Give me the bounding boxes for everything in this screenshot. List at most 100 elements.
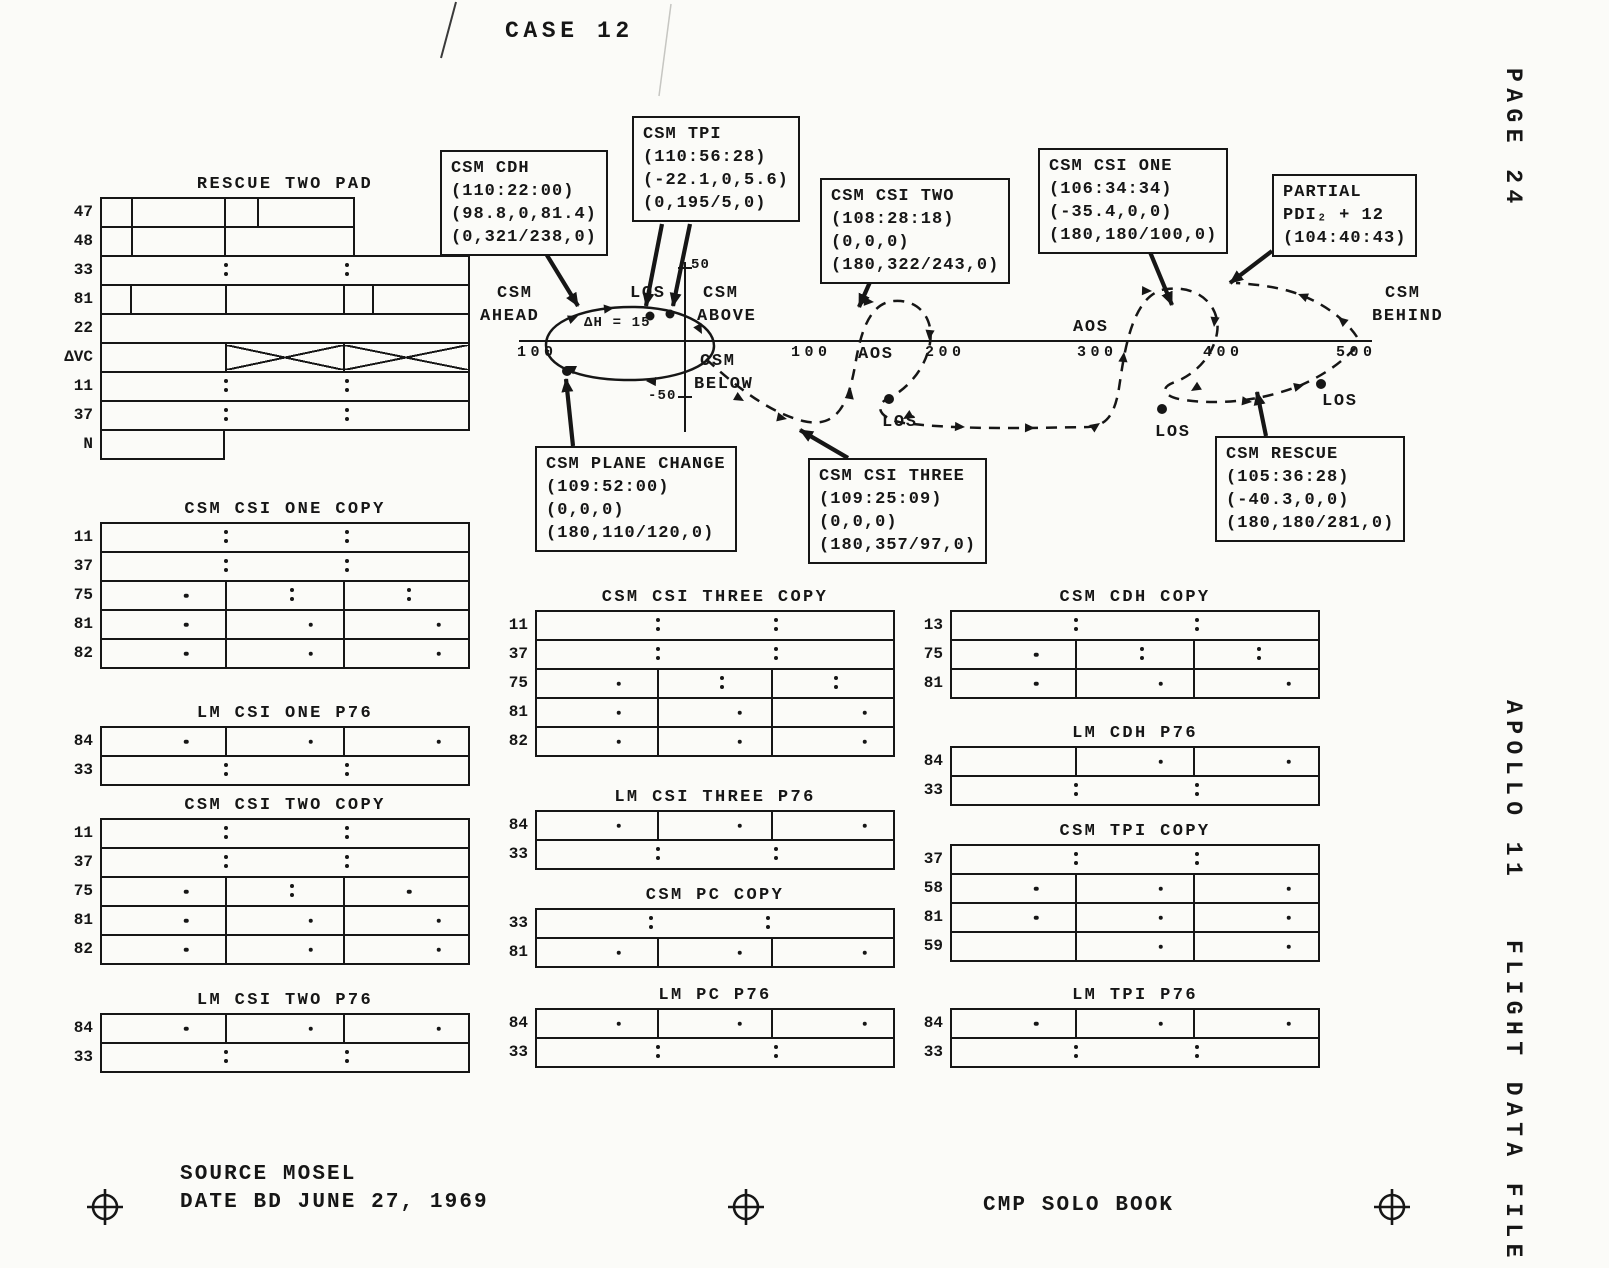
row-box xyxy=(950,639,1320,670)
callout-line: CSM TPI xyxy=(643,125,722,144)
row-label: 58 xyxy=(923,879,943,897)
dot-mark xyxy=(616,710,622,715)
pad-row: 33 xyxy=(493,1037,895,1068)
row-box xyxy=(100,284,470,315)
cell-divider xyxy=(225,582,228,609)
row-label: 47 xyxy=(73,203,93,221)
pad-row: 11 xyxy=(493,610,895,641)
pad-row: 75 xyxy=(58,580,470,611)
row-label: 75 xyxy=(923,645,943,663)
diagram-label-y-plus-50: 50 xyxy=(691,257,711,273)
row-box xyxy=(535,610,895,641)
cell-divider xyxy=(1192,904,1195,931)
dot-mark xyxy=(862,950,867,955)
pad-title: CSM PC COPY xyxy=(645,886,785,905)
dot-mark xyxy=(1158,759,1163,764)
pad-row: 47 xyxy=(58,197,470,228)
cell-divider xyxy=(342,936,345,963)
axis-tick-left-100: 100 xyxy=(517,344,558,361)
pad-row: 84 xyxy=(58,1013,470,1044)
colon-mark xyxy=(1074,782,1079,787)
diagram-label-aos-1: AOS xyxy=(858,345,894,364)
cell-divider xyxy=(223,199,226,226)
colon-mark xyxy=(345,854,350,859)
cell-divider xyxy=(1192,875,1195,902)
row-box xyxy=(535,697,895,728)
colon-mark xyxy=(648,915,653,920)
cell-divider xyxy=(225,878,228,905)
row-box xyxy=(100,1013,470,1044)
cell-divider xyxy=(1192,670,1195,697)
row-box xyxy=(950,931,1320,962)
row-label: 81 xyxy=(923,908,943,926)
cell-divider xyxy=(225,286,228,313)
row-label: 11 xyxy=(73,824,93,842)
colon-mark xyxy=(345,762,350,767)
cell-divider xyxy=(770,1010,773,1037)
row-box xyxy=(535,639,895,670)
pad-row: 84 xyxy=(493,1008,895,1039)
callout-line: PARTIAL xyxy=(1283,183,1362,202)
row-box xyxy=(950,844,1320,875)
dot-mark xyxy=(1158,886,1163,891)
pad-title: CSM CSI THREE COPY xyxy=(601,588,829,607)
row-label: 11 xyxy=(73,377,93,395)
cell-divider xyxy=(1075,748,1078,775)
pad-row: 82 xyxy=(58,638,470,669)
row-box xyxy=(535,1008,895,1039)
dot-mark xyxy=(308,622,313,627)
cell-divider xyxy=(225,640,228,667)
pad-row: 33 xyxy=(58,255,470,286)
dot-mark xyxy=(308,1026,313,1031)
row-box xyxy=(950,775,1320,806)
diagram-label-csm-above: CSM xyxy=(703,284,739,303)
axis-tick-200: 200 xyxy=(925,344,966,361)
colon-mark xyxy=(407,587,412,592)
dot-mark xyxy=(308,918,313,923)
pad-row: 33 xyxy=(58,1042,470,1073)
callout-line: CSM CSI TWO xyxy=(831,187,955,206)
row-label: 84 xyxy=(73,732,93,750)
callout-line: (106:34:34) xyxy=(1049,180,1173,199)
diagram-axes xyxy=(519,262,1372,432)
page-fold-lines xyxy=(440,1,672,97)
event-dots xyxy=(562,309,1326,414)
cell-divider xyxy=(1192,933,1195,960)
colon-mark xyxy=(1074,617,1079,622)
registration-mark-icon xyxy=(87,1189,1410,1225)
dot-mark xyxy=(308,739,313,744)
diagram-label-csm-ahead-2: AHEAD xyxy=(480,307,540,326)
book-label: CMP SOLO BOOK xyxy=(983,1194,1175,1217)
callout-csm-csi-two: CSM CSI TWO(108:28:18)(0,0,0)(180,322/24… xyxy=(820,178,1011,284)
dot-mark xyxy=(862,1021,867,1026)
colon-mark xyxy=(345,407,350,412)
colon-mark xyxy=(1195,617,1200,622)
diagram-label-los-1: LOS xyxy=(882,413,918,432)
row-label: N xyxy=(83,435,93,453)
row-box xyxy=(100,580,470,611)
dot-mark xyxy=(183,1026,189,1031)
dot-mark xyxy=(862,823,867,828)
row-label: 75 xyxy=(73,882,93,900)
callout-line: PDI₂ + 12 xyxy=(1283,206,1384,225)
cell-divider xyxy=(1075,933,1078,960)
callout-line: (0,321/238,0) xyxy=(451,228,597,247)
diagram-label-delta-h: ΔH = 15 xyxy=(584,315,651,331)
pad-row: 11 xyxy=(58,818,470,849)
callout-csm-csi-one: CSM CSI ONE(106:34:34)(-35.4,0,0)(180,18… xyxy=(1038,148,1229,254)
pad-title: LM CSI TWO P76 xyxy=(196,991,374,1010)
row-box xyxy=(100,371,470,402)
row-box xyxy=(100,755,470,786)
callout-line: (0,0,0) xyxy=(831,233,910,252)
pad-title: CSM CSI TWO COPY xyxy=(184,796,386,815)
date-line: DATE BD JUNE 27, 1969 xyxy=(180,1191,489,1214)
row-box xyxy=(100,226,355,257)
pad-row: 48 xyxy=(58,226,470,257)
colon-mark xyxy=(345,529,350,534)
axis-tick-400: 400 xyxy=(1203,344,1244,361)
pad-row: 81 xyxy=(58,609,470,640)
dot-mark xyxy=(1158,681,1163,686)
row-box xyxy=(100,1042,470,1073)
